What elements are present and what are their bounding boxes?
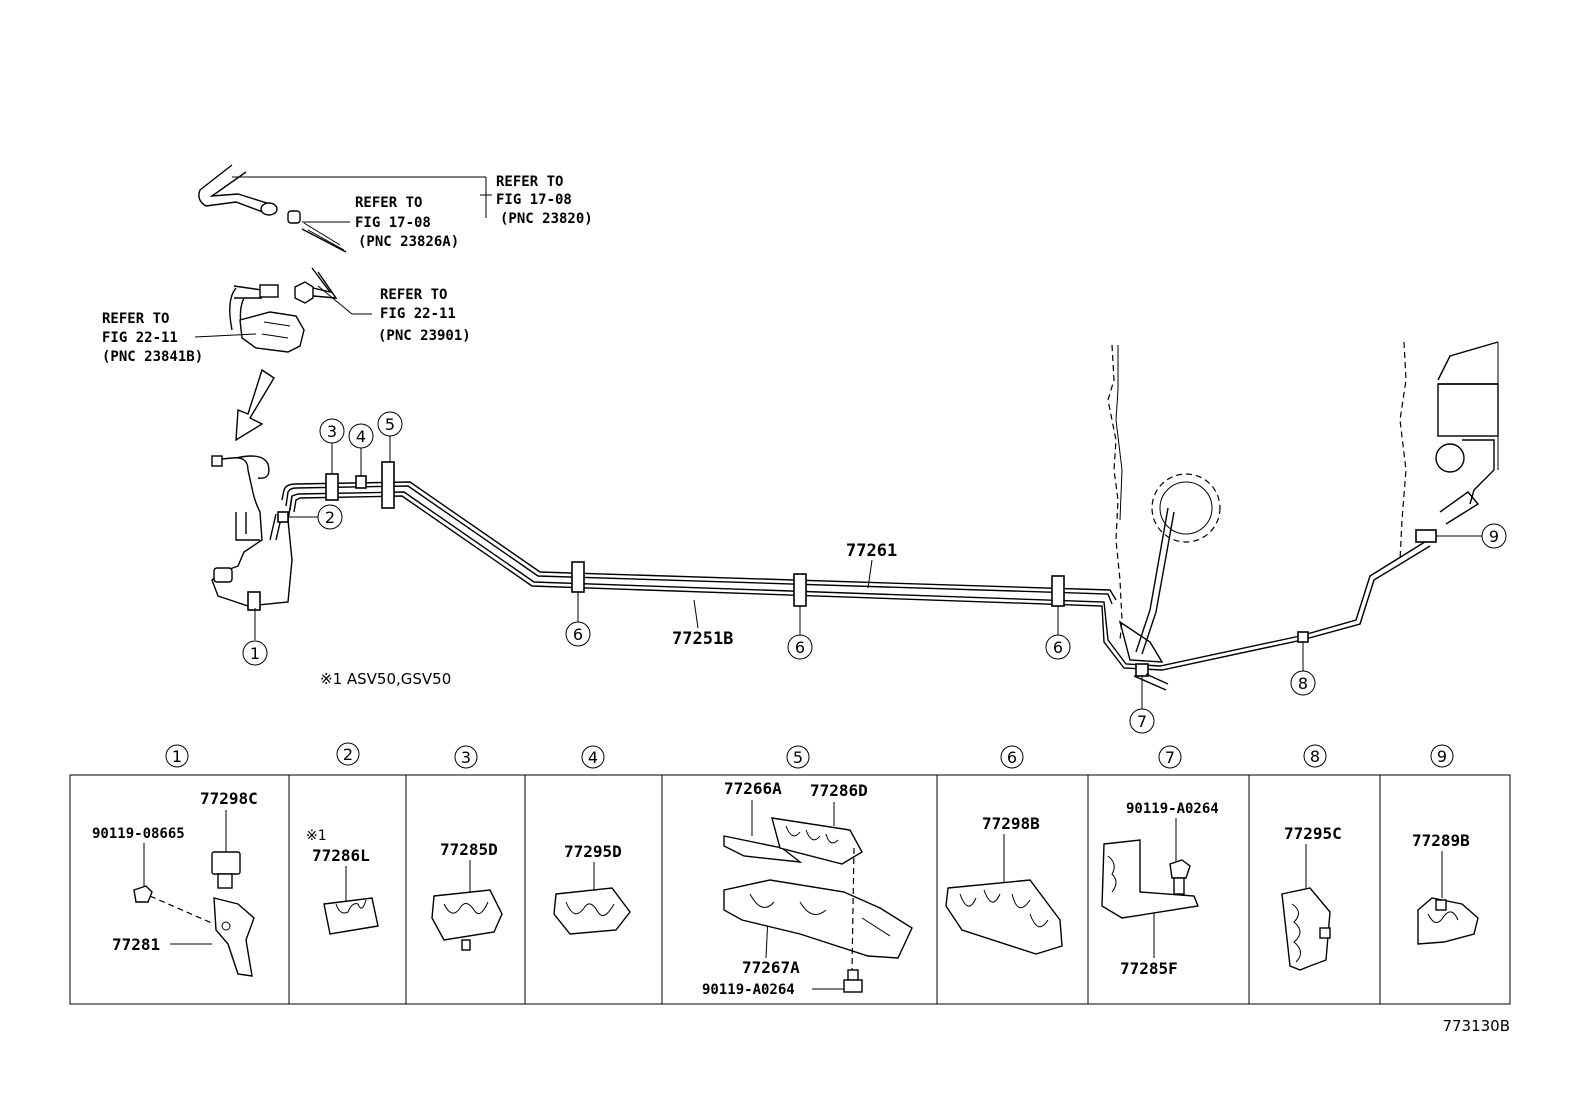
tube-77261 bbox=[281, 481, 1117, 605]
callout-2-label: 2 bbox=[325, 508, 335, 527]
table-header-1: 1 bbox=[172, 747, 182, 766]
callout-6c-circle bbox=[1045, 634, 1071, 660]
refer-note-2: REFER TO FIG 17-08 (PNC 23826A) bbox=[355, 195, 459, 250]
part-77266a-label: 77266A bbox=[724, 779, 782, 798]
callout-6a-circle bbox=[565, 621, 591, 647]
table-cell-2: ※1 77286L bbox=[306, 828, 379, 935]
part-77295c-label: 77295C bbox=[1284, 824, 1342, 843]
callout-6c-label: 6 bbox=[1053, 638, 1063, 657]
callout-8-circle bbox=[1290, 670, 1316, 696]
callout-1-circle bbox=[242, 640, 268, 666]
refer-note-4: REFER TO FIG 22-11 (PNC 23841B) bbox=[102, 311, 203, 365]
table-header-5: 5 bbox=[793, 748, 803, 767]
callout-2-circle bbox=[317, 504, 343, 530]
table-cell-4: 77295D bbox=[553, 842, 631, 935]
table-header-3: 3 bbox=[461, 748, 471, 767]
table-cell-9: 77289B bbox=[1412, 831, 1479, 945]
table-cell-3: 77285D bbox=[431, 840, 503, 951]
table-header-6: 6 bbox=[1007, 748, 1017, 767]
callout-6a-label: 6 bbox=[573, 625, 583, 644]
figure-id: 773130B bbox=[1442, 1017, 1510, 1035]
table-cell-6: 77298B bbox=[945, 814, 1063, 955]
table-header-row: 1 2 3 4 5 6 7 8 9 bbox=[165, 742, 1454, 769]
tube-77251b bbox=[289, 491, 1431, 671]
part-77285d-label: 77285D bbox=[440, 840, 498, 859]
callout-8-label: 8 bbox=[1298, 674, 1308, 693]
table-cell-1: 77298C 90119-08665 77281 bbox=[92, 789, 258, 977]
part-77267a-label: 77267A bbox=[742, 958, 800, 977]
refer-note-4-line3: (PNC 23841B) bbox=[102, 349, 203, 365]
refer-note-1-line3: (PNC 23820) bbox=[500, 211, 593, 227]
callout-3-label: 3 bbox=[327, 422, 337, 441]
clip-8 bbox=[1297, 631, 1309, 643]
table-header-9: 9 bbox=[1437, 747, 1447, 766]
refer-note-3-line3: (PNC 23901) bbox=[378, 328, 471, 344]
part-77298b-label: 77298B bbox=[982, 814, 1040, 833]
callout-5-label: 5 bbox=[385, 415, 395, 434]
part-90119-a0264-label-7: 90119-A0264 bbox=[1126, 801, 1219, 817]
tank-outline bbox=[1107, 344, 1221, 691]
callout-7-label: 7 bbox=[1137, 712, 1147, 731]
refer-note-1-line2: FIG 17-08 bbox=[496, 192, 572, 208]
clip-4 bbox=[355, 475, 367, 489]
refer-note-3-line1: REFER TO bbox=[380, 287, 447, 303]
refer-note-4-line2: FIG 22-11 bbox=[102, 330, 178, 346]
callout-4-label: 4 bbox=[356, 427, 366, 446]
callout-4-circle bbox=[348, 423, 374, 449]
part-77289b-label: 77289B bbox=[1412, 831, 1470, 850]
part-90119-a0264-label-5: 90119-A0264 bbox=[702, 982, 795, 998]
tube-77251b-label: 77251B bbox=[672, 629, 733, 649]
parts-table: 1 2 3 4 5 6 7 8 9 77298C 90119-08665 772… bbox=[69, 742, 1511, 1005]
refer-note-4-line1: REFER TO bbox=[102, 311, 169, 327]
part-90119-08665-label: 90119-08665 bbox=[92, 826, 185, 842]
refer-note-3-line2: FIG 22-11 bbox=[380, 306, 456, 322]
part-77281-label: 77281 bbox=[112, 935, 160, 954]
clip-5 bbox=[381, 461, 395, 509]
table-header-2: 2 bbox=[343, 745, 353, 764]
note-1-marker: ※1 bbox=[306, 828, 327, 844]
clip-6c bbox=[1051, 575, 1065, 607]
refer-note-2-line3: (PNC 23826A) bbox=[358, 234, 459, 250]
table-cell-7: 90119-A0264 77285F bbox=[1101, 801, 1219, 978]
clip-2 bbox=[277, 511, 289, 523]
part-77295d-label: 77295D bbox=[564, 842, 622, 861]
callout-9-circle bbox=[1481, 523, 1507, 549]
part-77298c-label: 77298C bbox=[200, 789, 258, 808]
part-77286l-label: 77286L bbox=[312, 846, 370, 865]
part-77285f-label: 77285F bbox=[1120, 959, 1178, 978]
clip-6a bbox=[571, 561, 585, 593]
refer-note-2-line2: FIG 17-08 bbox=[355, 215, 431, 231]
table-header-7: 7 bbox=[1165, 748, 1175, 767]
table-cell-8: 77295C bbox=[1281, 824, 1342, 971]
part-77286d-label: 77286D bbox=[810, 781, 868, 800]
table-header-4: 4 bbox=[588, 748, 598, 767]
refer-note-1: REFER TO FIG 17-08 (PNC 23820) bbox=[496, 174, 593, 227]
table-header-8: 8 bbox=[1310, 747, 1320, 766]
model-note: ※1 ASV50,GSV50 bbox=[320, 670, 451, 688]
canister-outline bbox=[1399, 341, 1499, 561]
clip-9 bbox=[1415, 529, 1437, 543]
callout-3-circle bbox=[319, 418, 345, 444]
filler-pipe-reference-group bbox=[194, 164, 492, 353]
clip-1 bbox=[247, 591, 261, 611]
callout-6b-circle bbox=[787, 634, 813, 660]
callouts-layer: 1 2 3 4 5 6 6 6 7 8 9 bbox=[242, 411, 1507, 734]
clip-3 bbox=[325, 473, 339, 501]
refer-note-1-line1: REFER TO bbox=[496, 174, 563, 190]
parts-table-border bbox=[69, 774, 1511, 1005]
callout-6b-label: 6 bbox=[795, 638, 805, 657]
refer-note-3: REFER TO FIG 22-11 (PNC 23901) bbox=[378, 287, 471, 344]
callout-1-label: 1 bbox=[250, 644, 260, 663]
callout-7-circle bbox=[1129, 708, 1155, 734]
table-cell-5: 77266A 77286D 77267A 90119-A0264 bbox=[702, 779, 913, 998]
tube-77261-label: 77261 bbox=[846, 541, 897, 561]
callout-9-label: 9 bbox=[1489, 527, 1499, 546]
left-pipe-assembly bbox=[211, 455, 293, 607]
clip-6b bbox=[793, 573, 807, 607]
callout-5-circle bbox=[377, 411, 403, 437]
direction-arrow-icon bbox=[235, 368, 275, 442]
refer-note-2-line1: REFER TO bbox=[355, 195, 422, 211]
